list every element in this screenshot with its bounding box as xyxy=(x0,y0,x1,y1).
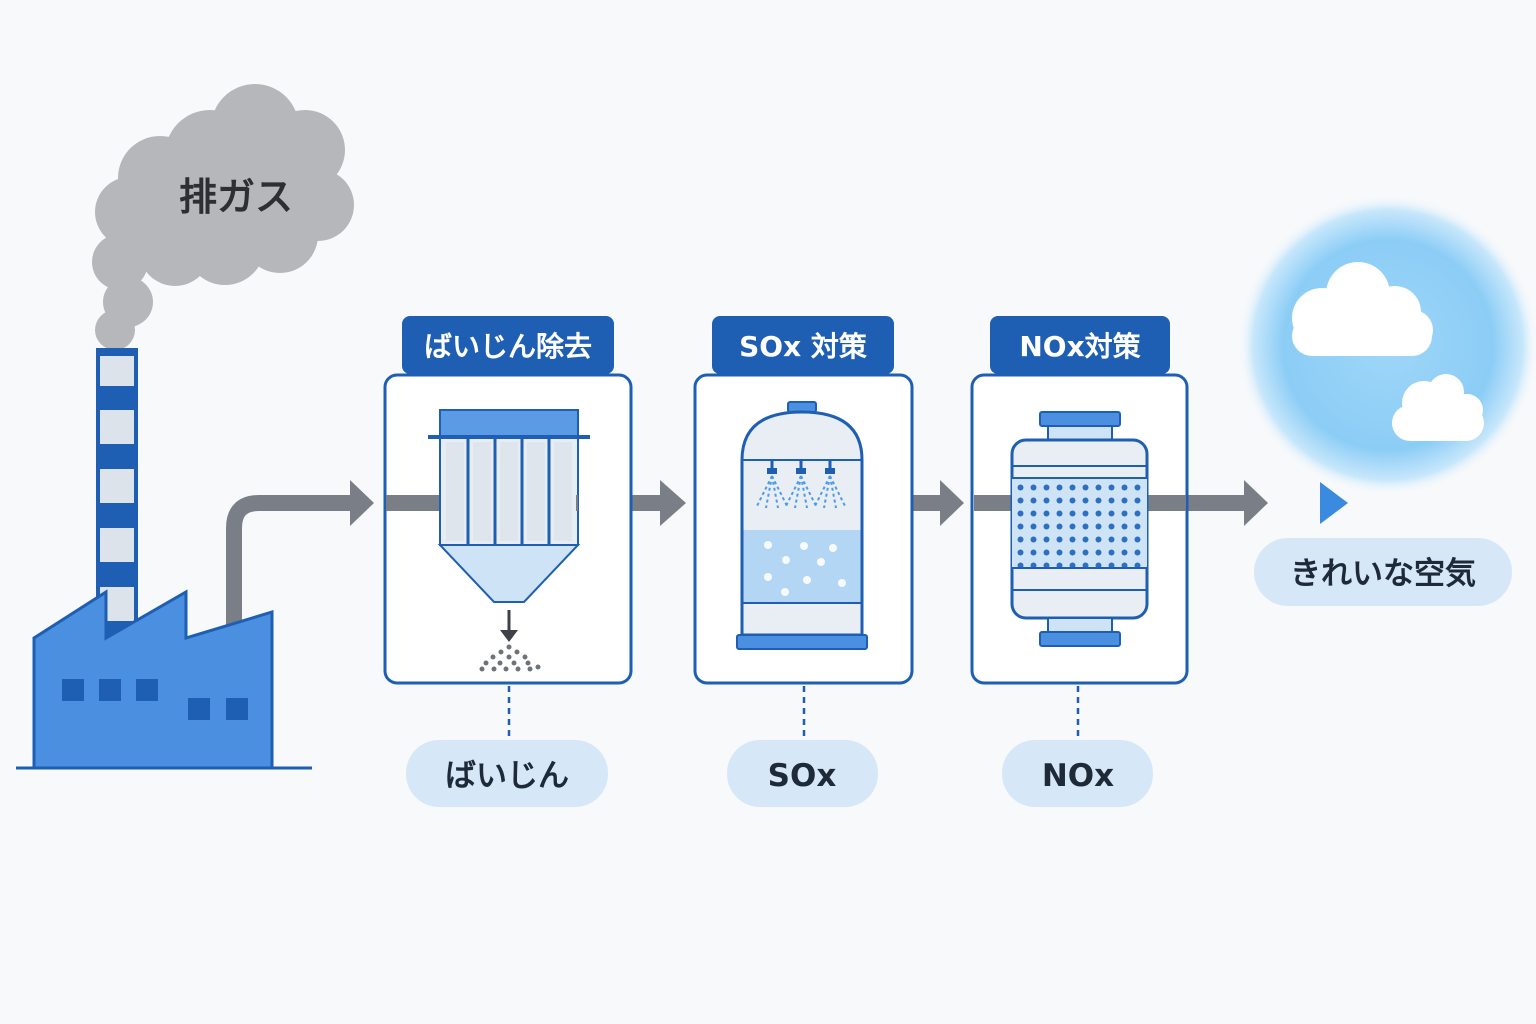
stage-title-badge xyxy=(712,316,894,374)
arrow-head-4 xyxy=(1244,480,1268,526)
exhaust-label: 排ガス xyxy=(179,175,293,219)
clean-air-result: きれいな空気 xyxy=(1254,538,1512,606)
smoke-cloud-icon xyxy=(92,84,354,350)
output-label: NOx xyxy=(1042,758,1114,794)
arrow-head-2 xyxy=(660,480,686,526)
clean-air-pill xyxy=(1254,538,1512,606)
output-pill xyxy=(1002,740,1153,807)
catalytic-reactor-icon xyxy=(1010,411,1149,647)
dust-particles-icon xyxy=(479,644,541,672)
stage-title-badge xyxy=(402,316,614,374)
output-pill xyxy=(406,740,608,807)
stage-title: ばいじん除去 xyxy=(424,330,592,363)
output-pill xyxy=(727,740,878,807)
stage-title: SOx 対策 xyxy=(739,330,867,363)
exhaust-pipe xyxy=(226,495,352,640)
bag-filter-icon xyxy=(428,409,590,642)
clean-air-arrow-head xyxy=(1320,482,1348,524)
stage-title-badge xyxy=(990,316,1170,374)
arrow-head-1 xyxy=(350,480,374,526)
stage-dust-removal: ばいじん除去 xyxy=(383,316,633,807)
stage-sox: SOx 対策 xyxy=(693,316,914,807)
output-label: SOx xyxy=(768,758,837,794)
stage-title: NOx対策 xyxy=(1019,330,1140,363)
output-label: ばいじん xyxy=(445,758,569,794)
scrubber-tower-icon xyxy=(736,401,868,650)
factory-icon: 排ガス xyxy=(16,84,354,770)
clean-sky-icon xyxy=(1238,195,1536,495)
arrow-head-3 xyxy=(940,480,964,526)
clean-air-label: きれいな空気 xyxy=(1290,556,1476,592)
stage-nox: NOx対策 NOx xyxy=(970,316,1189,807)
